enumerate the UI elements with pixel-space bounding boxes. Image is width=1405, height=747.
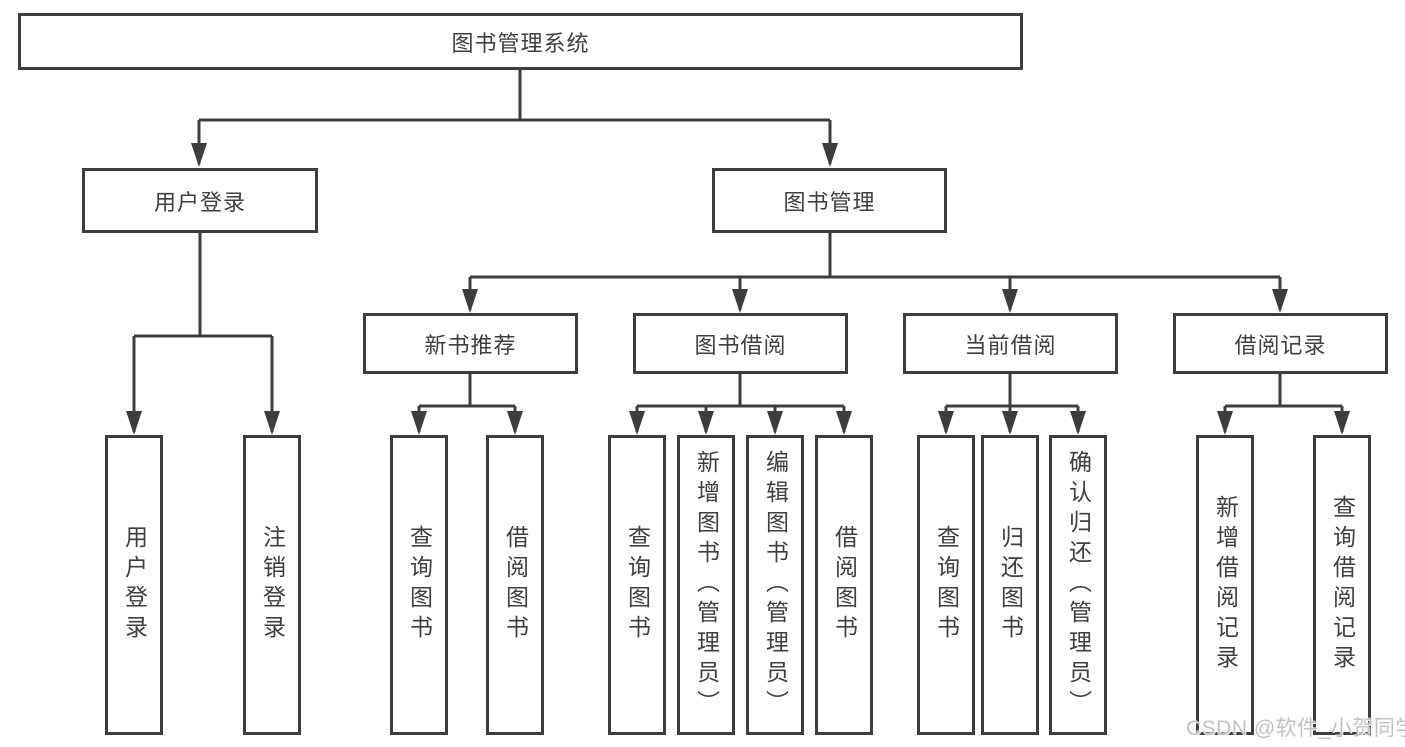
leaf-label: 借阅图书 [502, 525, 529, 645]
node-new-book-recommendation: 新书推荐 [363, 313, 578, 374]
leaf-label: 归还图书 [997, 525, 1024, 645]
leaf-label: 查询图书 [933, 525, 960, 645]
node-current-borrowing: 当前借阅 [903, 313, 1118, 374]
leaf-label: 新增图书（管理员） [693, 450, 720, 720]
leaf-label: 查询借阅记录 [1329, 495, 1356, 675]
node-label: 图书管理系统 [451, 30, 590, 56]
node-label: 新书推荐 [424, 332, 517, 358]
leaf-label: 注销登录 [259, 525, 286, 645]
leaf-edit-book-admin: 编辑图书（管理员） [746, 435, 804, 735]
leaf-query-books-borrowing: 查询图书 [608, 435, 666, 735]
node-label: 用户登录 [153, 189, 246, 215]
leaf-query-books: 查询图书 [390, 435, 448, 735]
node-label: 借阅记录 [1234, 332, 1327, 358]
leaf-logout: 注销登录 [243, 435, 301, 735]
node-label: 当前借阅 [964, 332, 1057, 358]
leaf-label: 确认归还（管理员） [1065, 450, 1092, 720]
leaf-return-book: 归还图书 [981, 435, 1039, 735]
leaf-label: 新增借阅记录 [1212, 495, 1239, 675]
node-borrowing-records: 借阅记录 [1173, 313, 1388, 374]
leaf-query-books-current: 查询图书 [917, 435, 975, 735]
leaf-label: 查询图书 [624, 525, 651, 645]
node-label: 图书借阅 [694, 332, 787, 358]
leaf-add-borrow-record: 新增借阅记录 [1196, 435, 1254, 735]
leaf-borrow-books-borrowing: 借阅图书 [815, 435, 873, 735]
csdn-watermark: CSDN @软件_小贺同学 [1186, 717, 1405, 740]
node-root-library-system: 图书管理系统 [18, 13, 1023, 70]
leaf-label: 编辑图书（管理员） [762, 450, 789, 720]
leaf-label: 查询图书 [406, 525, 433, 645]
leaf-confirm-return-admin: 确认归还（管理员） [1049, 435, 1107, 735]
node-book-borrowing: 图书借阅 [633, 313, 848, 374]
node-user-login: 用户登录 [82, 168, 318, 233]
leaf-label: 用户登录 [121, 525, 148, 645]
leaf-query-borrow-record: 查询借阅记录 [1313, 435, 1371, 735]
leaf-borrow-books: 借阅图书 [486, 435, 544, 735]
leaf-user-login: 用户登录 [105, 435, 163, 735]
node-book-management: 图书管理 [712, 168, 947, 233]
node-label: 图书管理 [783, 189, 876, 215]
leaf-label: 借阅图书 [831, 525, 858, 645]
leaf-add-book-admin: 新增图书（管理员） [677, 435, 735, 735]
